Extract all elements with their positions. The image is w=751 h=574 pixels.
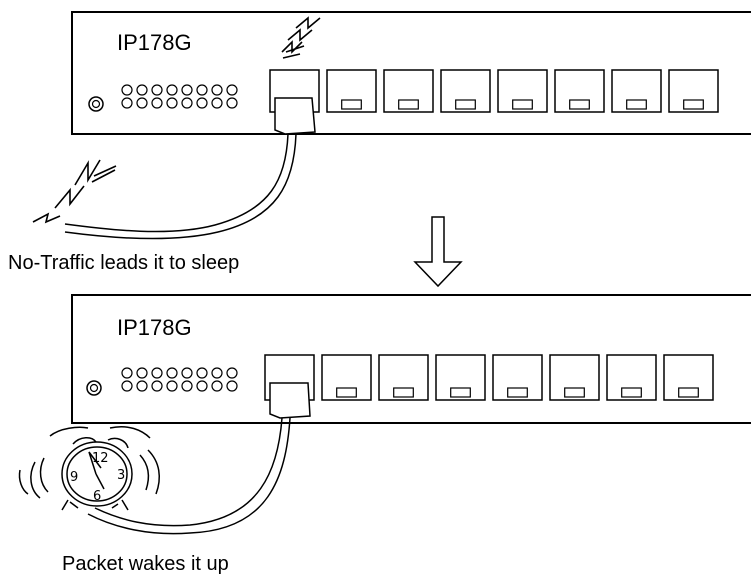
led-indicator — [196, 380, 208, 392]
port-latch — [512, 99, 533, 110]
ethernet-port — [321, 354, 372, 401]
top-caption: No-Traffic leads it to sleep — [8, 252, 239, 274]
bottom-switch-model-label: IP178G — [117, 315, 192, 340]
port-latch — [450, 387, 471, 398]
led-indicator — [151, 380, 163, 392]
top-led-array — [121, 84, 238, 109]
ethernet-port — [440, 69, 491, 113]
bottom-led-array — [121, 367, 238, 392]
led-indicator — [196, 367, 208, 379]
top-power-button-icon — [88, 96, 104, 112]
ethernet-port — [492, 354, 543, 401]
led-indicator — [211, 367, 223, 379]
led-indicator — [136, 84, 148, 96]
ethernet-port — [497, 69, 548, 113]
led-indicator — [166, 380, 178, 392]
port-latch — [621, 387, 642, 398]
top-switch-chassis — [71, 11, 751, 135]
ethernet-port — [378, 354, 429, 401]
top-snore-zzz-icon — [281, 16, 321, 59]
bottom-power-button-icon — [86, 380, 102, 396]
led-indicator — [211, 380, 223, 392]
led-indicator — [181, 367, 193, 379]
port-latch — [336, 387, 357, 398]
clock-number-12: 12 — [92, 451, 109, 466]
led-indicator — [226, 380, 238, 392]
led-indicator — [136, 97, 148, 109]
ethernet-port — [383, 69, 434, 113]
bottom-switch-chassis — [71, 294, 751, 424]
led-indicator — [226, 84, 238, 96]
led-indicator — [181, 97, 193, 109]
led-indicator — [121, 97, 133, 109]
clock-number-9: 9 — [70, 470, 78, 485]
ethernet-port — [549, 354, 600, 401]
led-indicator — [166, 97, 178, 109]
bottom-port-row — [264, 354, 714, 401]
ethernet-port — [554, 69, 605, 113]
bottom-cable — [87, 417, 291, 535]
alarm-clock-face — [66, 446, 128, 502]
down-arrow-icon — [413, 216, 463, 288]
led-indicator — [136, 367, 148, 379]
alarm-clock-icon — [18, 426, 161, 511]
led-indicator — [211, 97, 223, 109]
ethernet-port — [611, 69, 662, 113]
top-switch-model-label: IP178G — [117, 30, 192, 55]
led-indicator — [136, 380, 148, 392]
port-latch — [626, 99, 647, 110]
ethernet-port — [668, 69, 719, 113]
port-latch — [393, 387, 414, 398]
led-indicator — [121, 84, 133, 96]
port-latch — [341, 99, 362, 110]
alarm-clock-numbers: 12 3 6 9 — [70, 451, 125, 504]
cable-snore-zzz-icon — [32, 159, 117, 224]
led-indicator — [151, 367, 163, 379]
ethernet-port — [326, 69, 377, 113]
led-indicator — [181, 84, 193, 96]
clock-number-6: 6 — [93, 489, 101, 504]
led-indicator — [226, 367, 238, 379]
port-latch — [455, 99, 476, 110]
led-indicator — [121, 380, 133, 392]
clock-number-3: 3 — [117, 468, 125, 483]
top-switch: IP178G — [71, 11, 751, 135]
port-latch — [564, 387, 585, 398]
port-latch — [683, 99, 704, 110]
led-indicator — [151, 97, 163, 109]
top-port-row — [269, 69, 719, 113]
ethernet-port — [663, 354, 714, 401]
led-indicator — [226, 97, 238, 109]
led-indicator — [196, 97, 208, 109]
led-indicator — [166, 367, 178, 379]
led-indicator — [151, 84, 163, 96]
led-indicator — [166, 84, 178, 96]
port-latch — [569, 99, 590, 110]
led-indicator — [181, 380, 193, 392]
top-plug-connector — [274, 97, 316, 135]
ethernet-port — [435, 354, 486, 401]
bottom-caption: Packet wakes it up — [62, 553, 229, 574]
led-indicator — [211, 84, 223, 96]
led-indicator — [121, 367, 133, 379]
ethernet-port — [606, 354, 657, 401]
port-latch — [678, 387, 699, 398]
bottom-switch: IP178G — [71, 294, 751, 424]
bottom-plug-connector — [269, 382, 311, 419]
port-latch — [507, 387, 528, 398]
top-cable — [64, 133, 297, 240]
led-indicator — [196, 84, 208, 96]
port-latch — [398, 99, 419, 110]
